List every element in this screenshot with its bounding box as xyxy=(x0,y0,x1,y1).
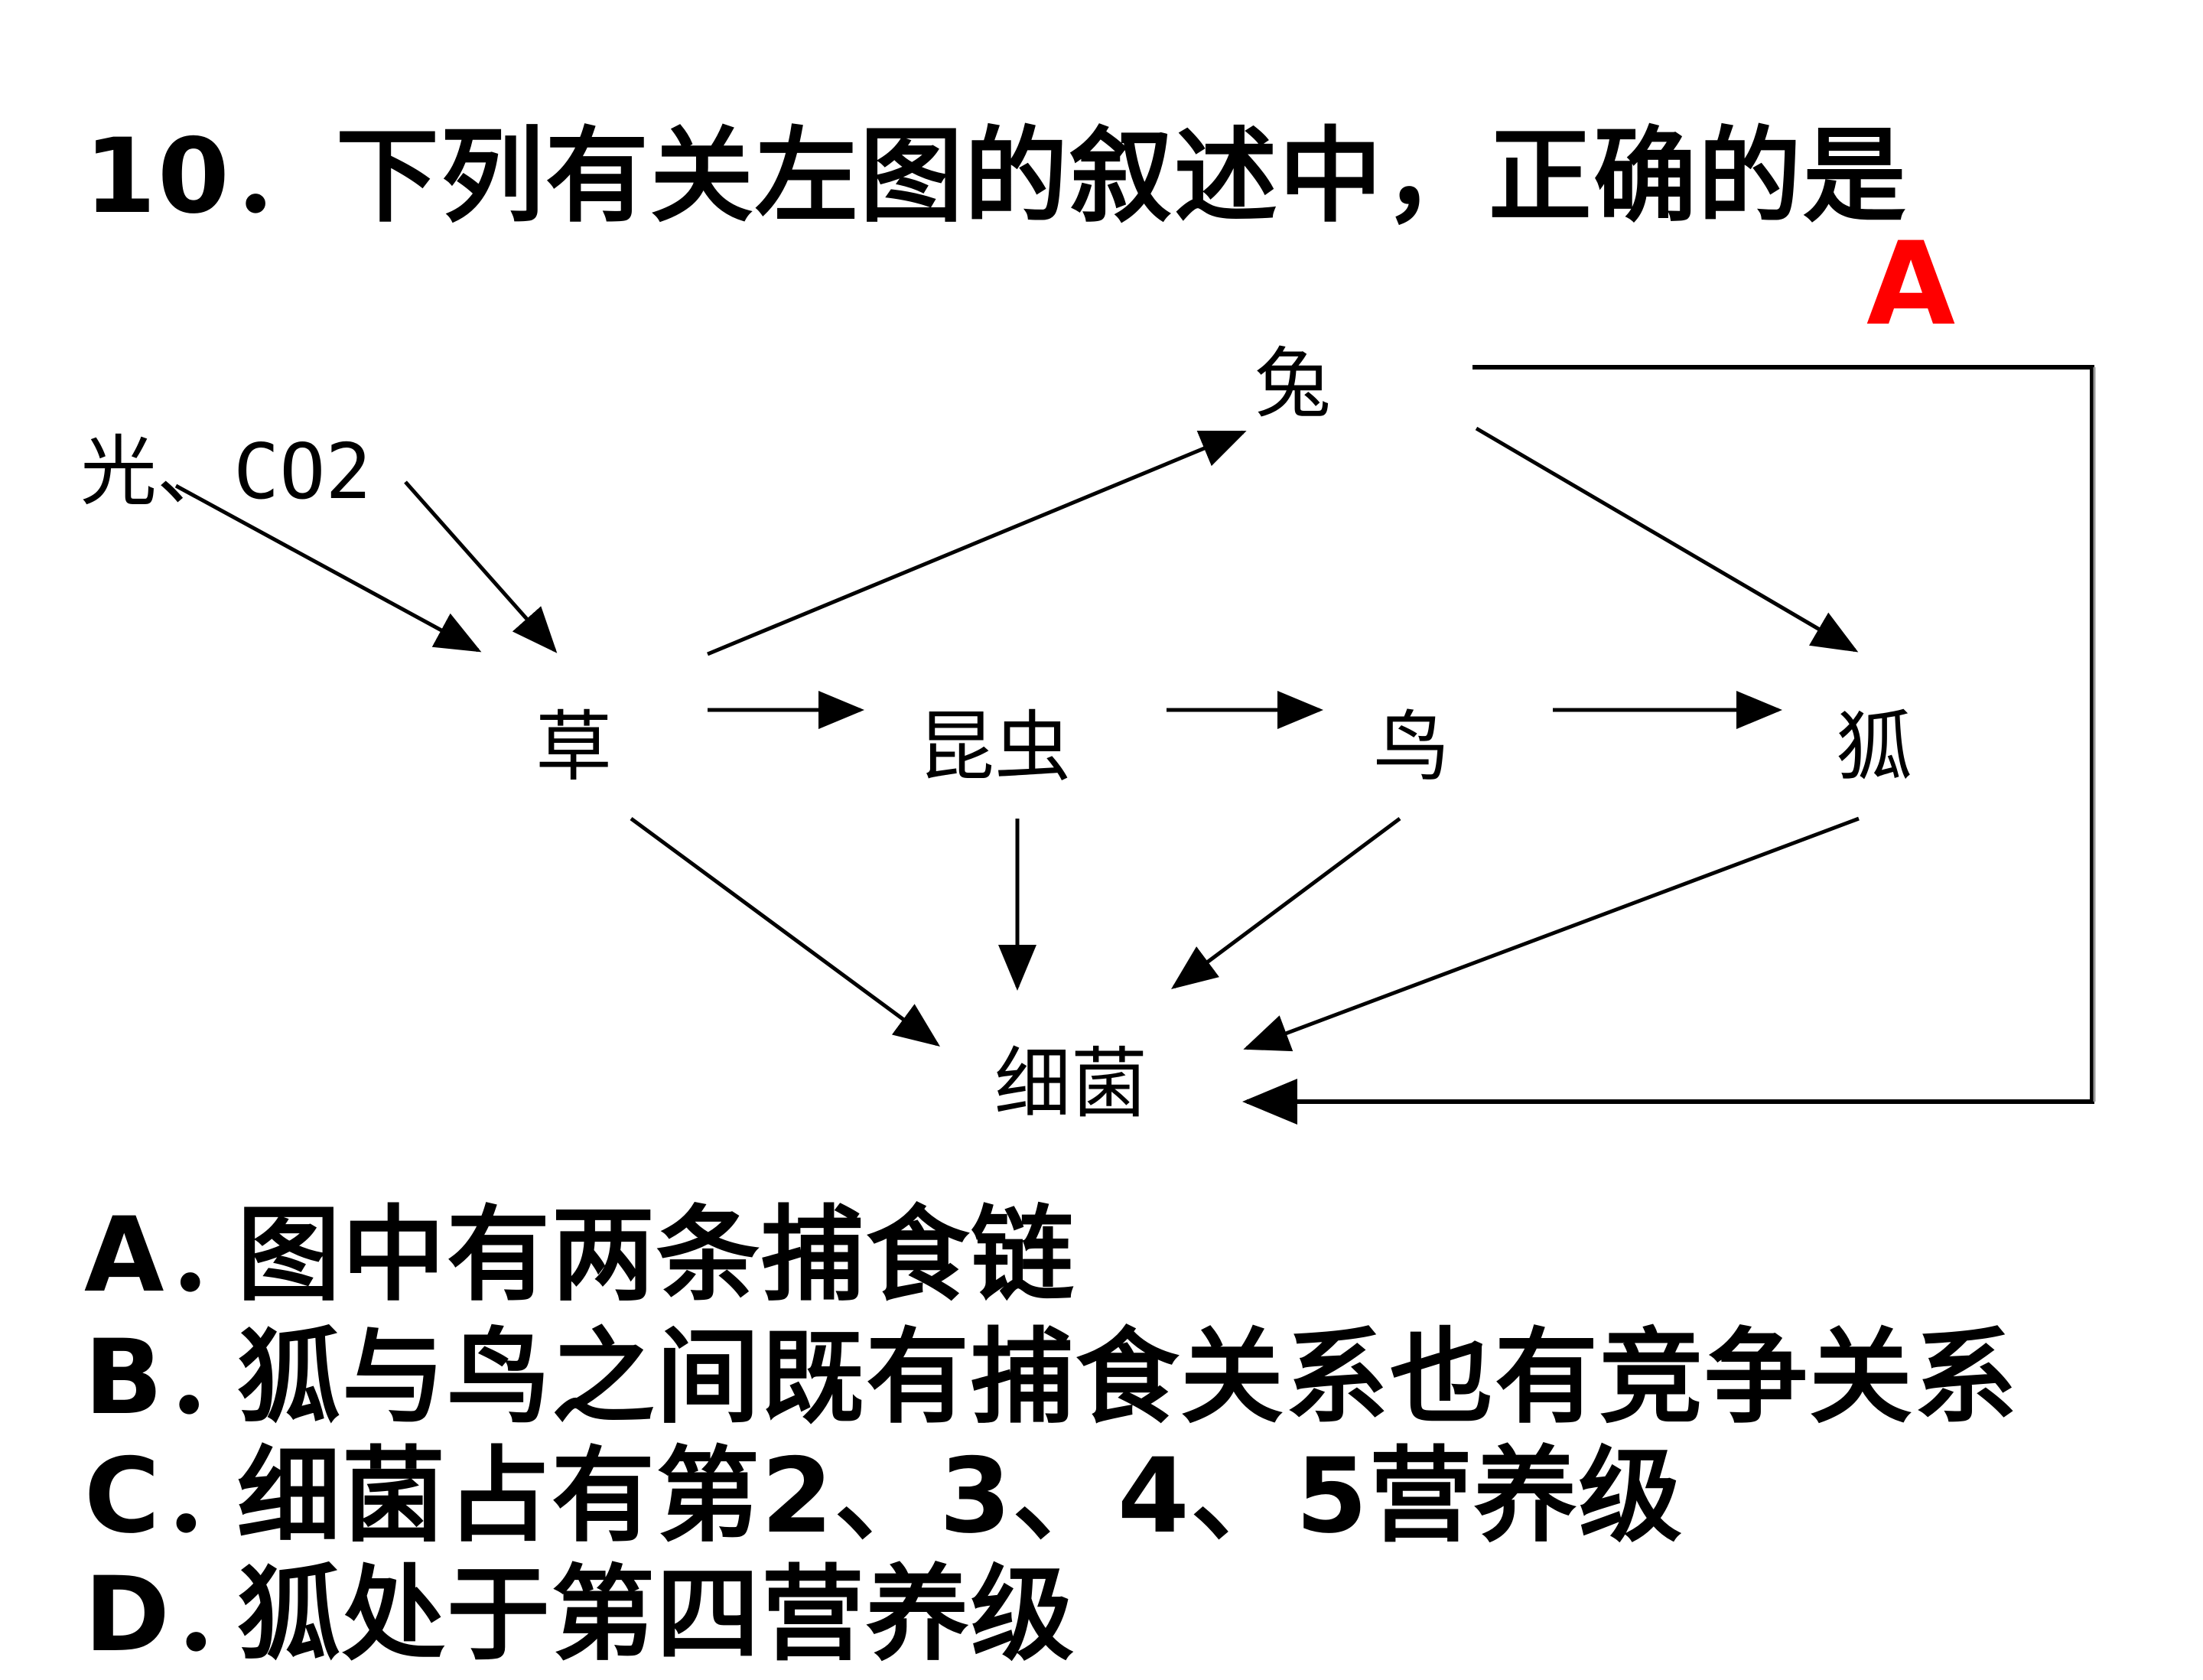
option-a[interactable]: A．图中有两条捕食链 xyxy=(84,1170,1075,1320)
arrow-fox-to-bacteria xyxy=(1243,816,1860,1052)
node-bird: 鸟 xyxy=(1373,702,1450,792)
arrow-rabbit-to-bacteria xyxy=(1242,365,2094,1125)
option-b-text: 狐与鸟之间既有捕食关系也有竞争关系 xyxy=(237,1317,2019,1437)
arrow-co2-to-grass xyxy=(404,480,558,653)
node-light-co2: 光、CO2 xyxy=(80,427,372,516)
node-bacteria: 细菌 xyxy=(994,1039,1147,1128)
node-insect: 昆虫 xyxy=(918,702,1071,792)
option-d-text: 狐处于第四营养级 xyxy=(237,1555,1075,1675)
arrow-bird-to-bacteria xyxy=(1170,816,1401,989)
arrow-light-to-grass xyxy=(174,483,482,653)
option-b[interactable]: B．狐与鸟之间既有捕食关系也有竞争关系 xyxy=(84,1293,2019,1443)
option-d-letter: D． xyxy=(84,1555,277,1675)
arrow-rabbit-to-fox xyxy=(1475,426,1859,653)
node-grass: 草 xyxy=(535,702,612,792)
option-b-letter: B． xyxy=(84,1317,269,1437)
answer-mark: A xyxy=(1866,218,1956,351)
option-c[interactable]: C．细菌占有第2、3、4、5营养级 xyxy=(84,1411,1684,1561)
option-d[interactable]: D．狐处于第四营养级 xyxy=(84,1530,1075,1680)
option-c-letter: C． xyxy=(84,1436,267,1556)
node-fox: 狐 xyxy=(1836,702,1912,792)
node-rabbit: 兔 xyxy=(1254,339,1331,428)
option-c-text: 细菌占有第2、3、4、5营养级 xyxy=(237,1436,1684,1556)
arrow-grass-to-rabbit xyxy=(707,430,1247,656)
option-a-text: 图中有两条捕食链 xyxy=(237,1195,1075,1315)
arrow-grass-to-bacteria xyxy=(630,816,941,1047)
question-title: 10．下列有关左图的叙述中，正确的是 xyxy=(84,116,1908,236)
